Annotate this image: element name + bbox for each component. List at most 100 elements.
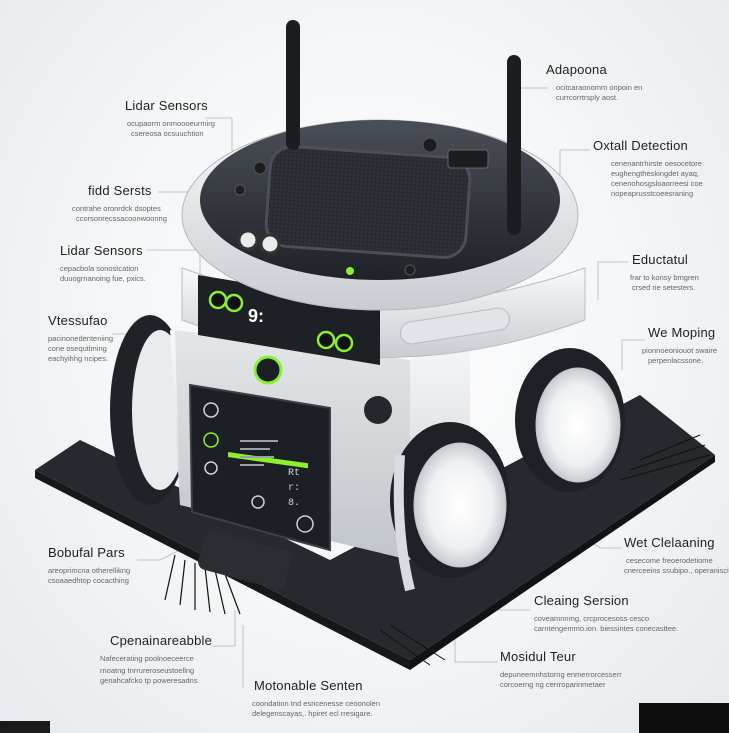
callout-desc-2: ccorsonrecssacoonwoonng <box>76 214 167 223</box>
callout-desc-2: carntengemmo.ion. biessintes conecasttee… <box>534 624 679 633</box>
callout-desc-1: Nafecerating poolnoeceerce <box>100 654 194 663</box>
callout-title: We Moping <box>648 325 716 340</box>
top-control-1[interactable] <box>237 229 259 251</box>
callout-desc-1: pionnoeoniouot swaire <box>642 346 718 355</box>
control-panel <box>188 383 331 552</box>
panel-label-1: Rt <box>288 468 300 479</box>
callout-title: Mosidul Teur <box>500 649 576 664</box>
callout-desc-3: genahcafcko tp poweresadns <box>100 676 198 685</box>
callout-desc-1: cenenantrhirste oesocetore <box>611 159 702 168</box>
callout-desc-2: csoaaedhtop cocacthing <box>48 576 129 585</box>
callout-desc-1: cepacbola sonostcation <box>60 264 139 273</box>
top-sensor-window <box>447 149 489 169</box>
callout-desc-1: coveamnnmg, crcprocesoss cesco <box>534 614 650 623</box>
callout-desc-3: eachyihhg ncipes. <box>48 354 109 363</box>
callout-desc-2: csereosa ocsuuchtion <box>131 129 204 138</box>
panel-label-3: 8. <box>288 498 300 509</box>
top-control-2[interactable] <box>259 233 281 255</box>
callout-desc-2: duuogrnanoing fue, pxics. <box>60 274 146 283</box>
brush-bristles-right <box>379 434 711 666</box>
callout-desc-2: corcoerng ng cerrroparinmetaer <box>500 680 606 689</box>
panel-icon-4[interactable] <box>251 495 265 509</box>
callout-desc-1: pacinonedenteniing <box>48 334 114 343</box>
panel-icon-1[interactable] <box>203 402 219 418</box>
callout-desc-1: contrahe oronrdck dsoptes <box>72 204 161 213</box>
callout-desc-2: rnoatng tnrrureroseustoellng <box>100 666 195 675</box>
callout-cpenainareabble: Cpenainareabble Nafecerating poolnoeceer… <box>100 633 212 686</box>
callout-motonable-senten: Motonable Senten coondation tnd esncenes… <box>252 678 380 719</box>
top-mesh-panel <box>264 145 472 259</box>
callout-oxtall-detection: Oxtall Detection cenenantrhirste oesocet… <box>593 138 703 199</box>
display-light-4 <box>334 333 354 353</box>
callout-desc-1: depuneemnhstorng enmerrorcesserr <box>500 670 622 679</box>
panel-label-2: r: <box>288 483 300 494</box>
callout-title: Eductatul <box>632 252 689 267</box>
callout-title: Cpenainareabble <box>110 633 213 648</box>
callout-desc-2: cnerceeins ssubipo., operaniscit <box>624 566 729 575</box>
callout-desc-1: cesecome freoerodetiome <box>626 556 713 565</box>
antenna-left <box>286 20 300 150</box>
callout-title: Wet Clelaaning <box>624 535 715 550</box>
callout-desc-4: nopeaprusstcoeesraning <box>611 189 694 198</box>
display-light-3 <box>316 330 336 350</box>
green-status-ring[interactable] <box>253 355 283 385</box>
brush-bristles-left <box>164 554 241 615</box>
callout-adapoona: Adapoona ocitcaraonomm onpoin en currcor… <box>546 62 642 103</box>
display-light-2 <box>224 293 244 313</box>
display-digit: 9: <box>248 306 264 326</box>
callout-desc-2: eughengtheskingdet ayaq, <box>611 169 699 178</box>
top-status-led <box>346 267 354 275</box>
front-wheel-hub <box>413 442 507 568</box>
callout-desc-2: currcorrtrsply aost. <box>556 93 619 102</box>
callout-desc-2: delegenscayas,. hpiret ecl rresigare. <box>252 709 373 718</box>
callout-desc-1: ocitcaraonomm onpoin en <box>556 83 643 92</box>
callout-desc-2: cone osequtlming <box>48 344 107 353</box>
panel-icon-3[interactable] <box>204 461 218 475</box>
screenshot-corner-dark-left <box>0 721 50 733</box>
top-button-3[interactable] <box>422 137 438 153</box>
callout-desc-2: crsed rie setesters. <box>632 283 696 292</box>
top-button-2[interactable] <box>234 184 246 196</box>
base-mat-edge-right <box>410 455 715 670</box>
wheel-fender <box>393 454 415 592</box>
screenshot-corner-dark <box>639 703 729 733</box>
top-button-4[interactable] <box>404 264 416 276</box>
callout-lidar-sensors-top: Lidar Sensors ocupaorm onmoooeurmirg cse… <box>125 98 215 139</box>
panel-text-lines <box>240 440 278 466</box>
antenna-right <box>507 55 521 235</box>
top-button-1[interactable] <box>253 161 267 175</box>
display-light-1 <box>208 290 228 310</box>
panel-power-icon[interactable] <box>296 515 314 533</box>
side-camera <box>364 396 392 424</box>
callout-title: Bobufal Pars <box>48 545 125 560</box>
callout-title: Lidar Sensors <box>125 98 208 113</box>
callout-lidar-sensors-mid: Lidar Sensors cepacbola sonostcation duu… <box>60 243 146 284</box>
callout-title: Vtessufao <box>48 313 108 328</box>
callout-title: Cleaing Sersion <box>534 593 629 608</box>
callout-we-moping: We Moping pionnoeoniouot swaire perpenla… <box>642 325 717 366</box>
callout-mosidul-teur: Mosidul Teur depuneemnhstorng enmerrorce… <box>500 649 622 690</box>
callout-title: Lidar Sensors <box>60 243 143 258</box>
callout-desc-3: cenenohosgsloaorreesi coe <box>611 179 703 188</box>
callout-cleaing-sersion: Cleaing Sersion coveamnnmg, crcprocesoss… <box>534 593 678 634</box>
side-handle <box>400 307 510 345</box>
callout-fidd-sersts: fidd Sersts contrahe oronrdck dsoptes cc… <box>72 183 167 224</box>
callout-title: Adapoona <box>546 62 607 77</box>
roller-brush <box>198 530 292 590</box>
callout-vtessufao: Vtessufao pacinonedenteniing cone osequt… <box>48 313 113 364</box>
callout-desc-2: perpenlacssone. <box>648 356 704 365</box>
callout-desc-1: frar to konsy bmgren <box>630 273 699 282</box>
callout-eductatul: Eductatul frar to konsy bmgren crsed rie… <box>630 252 699 293</box>
panel-icon-2[interactable] <box>203 432 219 448</box>
callout-title: fidd Sersts <box>88 183 152 198</box>
callout-wet-cleaning: Wet Clelaaning cesecome freoerodetiome c… <box>624 535 729 576</box>
callout-bobufal-pars: Bobufal Pars areoprimcna otherellikng cs… <box>48 545 130 586</box>
callout-desc-1: ocupaorm onmoooeurmirg <box>127 119 215 128</box>
callout-desc-1: areoprimcna otherellikng <box>48 566 131 575</box>
callout-title: Oxtall Detection <box>593 138 688 153</box>
callout-title: Motonable Senten <box>254 678 363 693</box>
callout-desc-1: coondation tnd esncenesse ceoonolen <box>252 699 381 708</box>
rear-wheel-hub <box>535 367 621 483</box>
